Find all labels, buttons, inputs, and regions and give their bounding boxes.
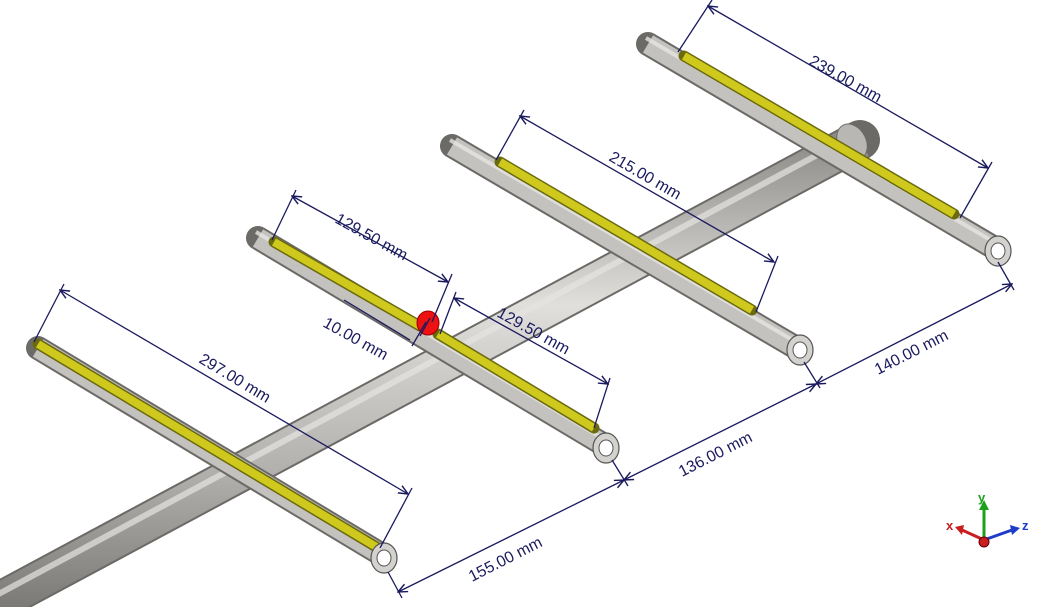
dimension-label-129a: 129.50 mm: [332, 211, 410, 265]
dimension-line-129b: [439, 291, 611, 429]
dimension-line-239: [677, 0, 993, 219]
dimension-label-215: 215.00 mm: [606, 149, 684, 204]
dimension-label-297: 297.00 mm: [196, 351, 273, 407]
axis-label-x: x: [946, 518, 954, 533]
dimension-label-136: 136.00 mm: [676, 429, 755, 480]
axis-label-y: y: [978, 490, 986, 505]
dimension-line-136: [611, 384, 816, 487]
boom-tube: [0, 120, 880, 607]
dimension-line-155: [387, 480, 624, 599]
dimension-label-155: 155.00 mm: [466, 534, 545, 585]
dimension-line-129a: [271, 189, 453, 323]
dimension-line-215: [495, 109, 779, 313]
axis-label-z: z: [1022, 518, 1029, 533]
dimension-label-239: 239.00 mm: [806, 53, 884, 107]
axis-triad: y x z: [946, 490, 1029, 548]
dimension-line-140: [803, 261, 1015, 389]
